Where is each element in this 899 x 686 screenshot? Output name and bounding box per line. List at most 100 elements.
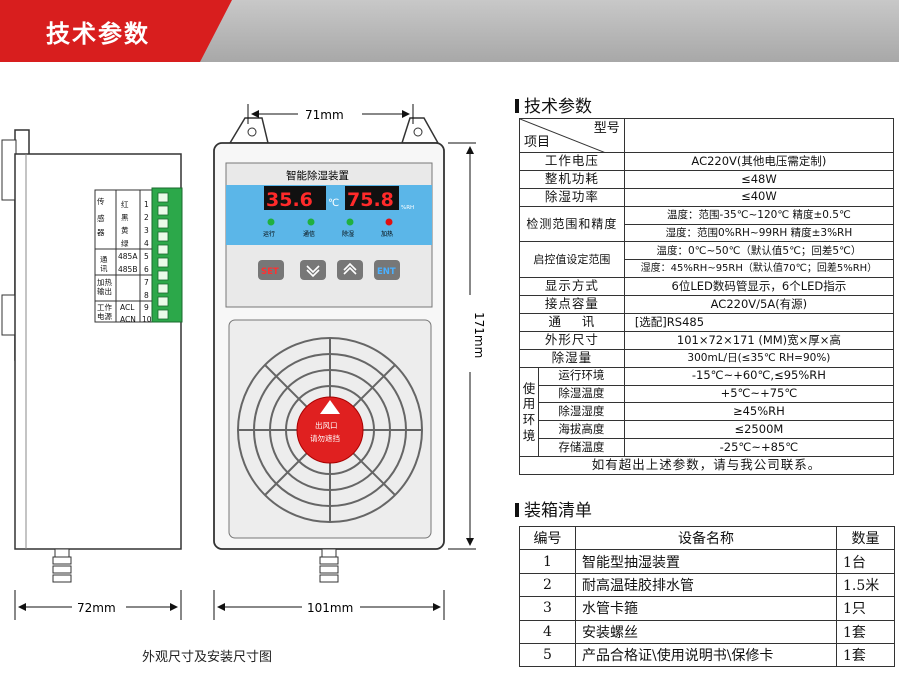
spec-footer: 如有超出上述参数，请与我公司联系。 [519, 456, 894, 476]
terminal-group-label: 传 [97, 196, 105, 206]
hum-unit: %RH [401, 205, 414, 211]
col-header: 数量 [836, 525, 895, 551]
terminal-block [151, 187, 183, 323]
cell-qty: 1套 [836, 642, 895, 668]
env-group-label: 使用环境 [519, 366, 539, 458]
cell-name: 产品合格证\使用说明书\保修卡 [575, 642, 837, 668]
table-row: 如有超出上述参数，请与我公司联系。 [519, 456, 894, 476]
row-label: 除湿温度 [538, 384, 625, 404]
down-button[interactable] [300, 260, 326, 280]
row-label: 启控值设定范围 [519, 241, 625, 279]
led-comm [307, 218, 315, 226]
up-button[interactable] [337, 260, 363, 280]
row-label: 运行环境 [538, 366, 625, 386]
table-row: 海拔高度≤2500M [520, 420, 895, 440]
cell-no: 3 [519, 596, 576, 621]
row-label: 除湿湿度 [538, 402, 625, 422]
led-label-comm: 通信 [303, 230, 315, 238]
svg-text:485A: 485A [118, 252, 138, 261]
cell-no: 4 [519, 619, 576, 644]
svg-text:黑: 黑 [121, 213, 129, 222]
table-row: 除湿湿度≥45%RH [520, 402, 895, 422]
banner-red [0, 0, 232, 62]
cell-no: 1 [519, 549, 576, 574]
table-row: 通 讯[选配]RS485 [519, 313, 895, 332]
led-run [267, 218, 275, 226]
row-label: 除湿功率 [519, 187, 625, 207]
table-row: 检测范围和精度温度：范围-35℃~120℃ 精度±0.5℃ [519, 205, 895, 243]
packing-section-title: 装箱清单 [515, 496, 592, 521]
cell-qty: 1套 [836, 619, 895, 644]
fan-label-2: 请勿遮挡 [310, 433, 340, 443]
side-drain [52, 548, 72, 583]
row-value: 101×72×171 (MM)宽×厚×高 [623, 330, 895, 350]
row-value: 温度：0℃~50℃（默认值5℃；回差5℃） [623, 241, 895, 261]
svg-text:加热: 加热 [97, 277, 112, 287]
table-row: 除湿温度+5℃~+75℃ [520, 384, 895, 404]
svg-text:7: 7 [144, 278, 149, 287]
row-value: 湿度：45%RH~95RH（默认值70℃；回差5%RH） [623, 259, 895, 279]
svg-text:绿: 绿 [121, 239, 129, 248]
cell-qty: 1台 [836, 549, 895, 574]
set-button[interactable] [258, 260, 284, 280]
row-label: 检测范围和精度 [519, 205, 625, 243]
banner-title: 技术参数 [46, 20, 150, 48]
temp-unit: ℃ [328, 198, 339, 209]
led-label-run: 运行 [263, 230, 275, 238]
row-label: 外形尺寸 [519, 330, 625, 350]
diagram-caption: 外观尺寸及安装尺寸图 [142, 650, 273, 665]
packing-title-text: 装箱清单 [524, 501, 592, 521]
warning-icon [320, 400, 340, 414]
side-view [1, 129, 183, 583]
col-header: 设备名称 [575, 525, 837, 551]
row-value: -25℃~+85℃ [623, 438, 895, 458]
cell-qty: 1.5米 [836, 572, 895, 598]
ent-button[interactable] [374, 260, 400, 280]
svg-text:8: 8 [144, 291, 149, 300]
spec-header-blank [623, 118, 895, 153]
header-item: 项目 [524, 135, 551, 150]
cell-name: 耐高温硅胶排水管 [575, 572, 837, 598]
row-value: AC220V/5A(有源) [623, 295, 895, 315]
hum-display: 75.8 [347, 189, 394, 211]
ent-button-label: ENT [377, 267, 396, 277]
svg-text:电源: 电源 [97, 311, 112, 321]
dimension-lines [14, 104, 476, 620]
spec-header-cell: 型号 项目 [519, 118, 625, 153]
svg-text:4: 4 [144, 239, 149, 248]
row-label: 海拔高度 [538, 420, 625, 440]
svg-text:2: 2 [144, 213, 149, 222]
header-banner: 技术参数 [0, 0, 899, 62]
led-label-heat: 加热 [381, 230, 393, 238]
row-value: ≤2500M [623, 420, 895, 440]
row-label: 除湿量 [519, 348, 625, 368]
diagonal-line [520, 119, 606, 153]
led-dehum [346, 218, 354, 226]
row-value: [选配]RS485 [623, 313, 895, 332]
cell-name: 智能型抽湿装置 [575, 549, 837, 574]
row-label: 工作电压 [519, 152, 625, 171]
table-row: 除湿功率≤40W [519, 187, 895, 207]
chevron-down-icon [306, 265, 320, 278]
svg-text:485B: 485B [118, 265, 137, 274]
dim-top-label: 71mm [305, 108, 344, 122]
svg-text:ACL: ACL [120, 303, 135, 312]
svg-text:输出: 输出 [97, 286, 112, 296]
table-row: 整机功耗≤48W [519, 169, 895, 189]
svg-text:3: 3 [144, 226, 149, 235]
device-name: 智能除湿装置 [286, 169, 349, 182]
row-label: 通 讯 [519, 313, 625, 332]
row-value: 6位LED数码管显示，6个LED指示 [623, 277, 895, 297]
table-row: 启控值设定范围温度：0℃~50℃（默认值5℃；回差5℃） [519, 241, 895, 279]
row-value: 300mL/日(≤35℃ RH=90%) [623, 348, 895, 368]
temp-display: 35.6 [266, 189, 313, 211]
row-value: 温度：范围-35℃~120℃ 精度±0.5℃ [623, 205, 895, 225]
col-header: 编号 [519, 525, 576, 551]
